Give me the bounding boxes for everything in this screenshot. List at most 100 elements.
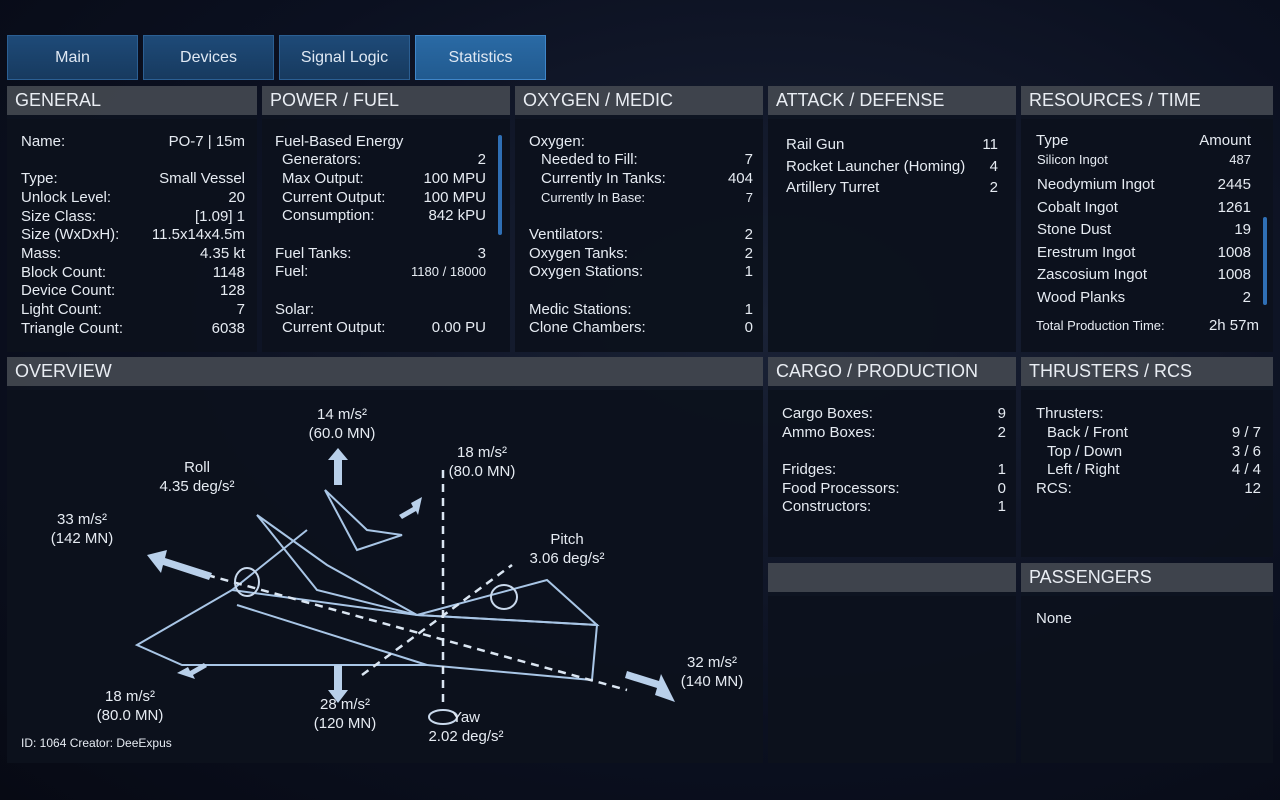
power-fuel-panel: POWER / FUEL Fuel-Based Energy Generator… [262, 86, 510, 352]
ship-body [134, 588, 599, 682]
thruster-row: RCS:12 [1036, 480, 1261, 497]
general-row: Light Count:7 [21, 301, 245, 318]
up-arrow-icon [328, 448, 348, 485]
oxygen-row: Ventilators:2 [529, 226, 753, 243]
passengers-value: None [1036, 610, 1072, 627]
attack-defense-title: ATTACK / DEFENSE [768, 86, 1016, 115]
power-row: Generators:2 [282, 151, 486, 168]
general-row: Mass:4.35 kt [21, 245, 245, 262]
general-row: Unlock Level:20 [21, 189, 245, 206]
ship-wing-right [416, 578, 600, 627]
resources-time-title: RESOURCES / TIME [1021, 86, 1273, 115]
cargo-row: Cargo Boxes:9 [782, 405, 1006, 422]
general-row: Type:Small Vessel [21, 170, 245, 187]
axis-longitudinal [206, 573, 628, 692]
power-scrollbar[interactable] [498, 135, 502, 235]
amount-column-header: Amount [1199, 132, 1251, 149]
oxygen-medic-panel: OXYGEN / MEDIC Oxygen: Needed to Fill:7 … [515, 86, 763, 352]
ship-fin [324, 489, 403, 552]
power-row: Solar: [275, 301, 315, 318]
overview-panel: OVERVIEW [7, 357, 763, 763]
front-up-thrust-label: 18 m/s²(80.0 MN) [448, 444, 516, 480]
tab-signal-logic[interactable]: Signal Logic [279, 35, 410, 80]
total-production-row: Total Production Time:2h 57m [1036, 317, 1259, 334]
overview-title: OVERVIEW [7, 357, 763, 386]
cargo-production-title: CARGO / PRODUCTION [768, 357, 1016, 386]
oxygen-row: Medic Stations:1 [529, 301, 753, 318]
oxygen-row: Currently In Base:7 [541, 190, 753, 205]
power-row: Current Output:0.00 PU [282, 319, 486, 336]
oxygen-row: Oxygen Stations:1 [529, 263, 753, 280]
type-column-header: Type [1036, 132, 1069, 149]
oxygen-row: Needed to Fill:7 [541, 151, 753, 168]
right-thrust-label: 32 m/s²(140 MN) [680, 654, 744, 690]
general-row: Size (WxDxH):11.5x14x4.5m [21, 226, 245, 243]
ship-id-creator: ID: 1064 Creator: DeeExpus [21, 736, 172, 750]
attack-row: Rocket Launcher (Homing)4 [786, 158, 998, 175]
general-title: GENERAL [7, 86, 257, 115]
resources-time-panel: RESOURCES / TIME Type Amount Silicon Ingo… [1021, 86, 1273, 352]
tab-bar: Main Devices Signal Logic Statistics [7, 35, 546, 80]
oxygen-row: Currently In Tanks:404 [541, 170, 753, 187]
yaw-rotation-icon [428, 709, 458, 725]
oxygen-row: Clone Chambers:0 [529, 319, 753, 336]
general-panel: GENERAL Name:PO-7 | 15m Type:Small Vesse… [7, 86, 257, 352]
thruster-row: Thrusters: [1036, 405, 1104, 422]
power-row: Max Output:100 MPU [282, 170, 486, 187]
resources-header-row: Type Amount [1036, 132, 1251, 150]
general-row: Block Count:1148 [21, 264, 245, 281]
blank-panel [768, 563, 1016, 763]
power-row: Fuel Tanks:3 [275, 245, 486, 262]
tab-statistics[interactable]: Statistics [415, 35, 546, 80]
right-arrow-icon [625, 671, 675, 702]
left-arrow-icon [147, 550, 212, 580]
cargo-row: Food Processors:0 [782, 480, 1006, 497]
general-row: Triangle Count:6038 [21, 320, 245, 337]
general-row: Size Class:[1.09] 1 [21, 208, 245, 225]
up-thrust-label: 14 m/s²(60.0 MN) [308, 406, 376, 442]
passengers-title: PASSENGERS [1021, 563, 1273, 592]
left-thrust-label: 33 m/s²(142 MN) [50, 511, 114, 547]
tab-devices[interactable]: Devices [143, 35, 274, 80]
power-row: Current Output:100 MPU [282, 189, 486, 206]
general-row: Device Count:128 [21, 282, 245, 299]
pitch-rotation-icon [490, 584, 518, 610]
cargo-row: Constructors:1 [782, 498, 1006, 515]
ship-wing-top [256, 514, 418, 616]
passengers-panel: PASSENGERS None [1021, 563, 1273, 763]
down-arrow-icon [328, 665, 348, 703]
front-up-arrow-icon [399, 497, 422, 519]
cargo-row: Ammo Boxes:2 [782, 424, 1006, 441]
resources-scrollbar[interactable] [1263, 217, 1267, 305]
down-left-thrust-label: 18 m/s²(80.0 MN) [96, 688, 164, 724]
thrusters-rcs-title: THRUSTERS / RCS [1021, 357, 1273, 386]
oxygen-medic-title: OXYGEN / MEDIC [515, 86, 763, 115]
cargo-production-panel: CARGO / PRODUCTION Cargo Boxes:9 Ammo Bo… [768, 357, 1016, 557]
oxygen-row: Oxygen Tanks:2 [529, 245, 753, 262]
down-thrust-label: 28 m/s²(120 MN) [313, 696, 377, 732]
oxygen-row: Oxygen: [529, 133, 585, 150]
axis-diagonal [361, 563, 513, 677]
tab-main[interactable]: Main [7, 35, 138, 80]
power-row: Fuel:1180 / 18000 [275, 263, 486, 280]
blank-panel-title [768, 563, 1016, 592]
down-left-arrow-icon [177, 663, 207, 679]
power-row: Fuel-Based Energy [275, 133, 404, 150]
general-row: Name:PO-7 | 15m [21, 133, 245, 150]
cargo-row: Fridges:1 [782, 461, 1006, 478]
